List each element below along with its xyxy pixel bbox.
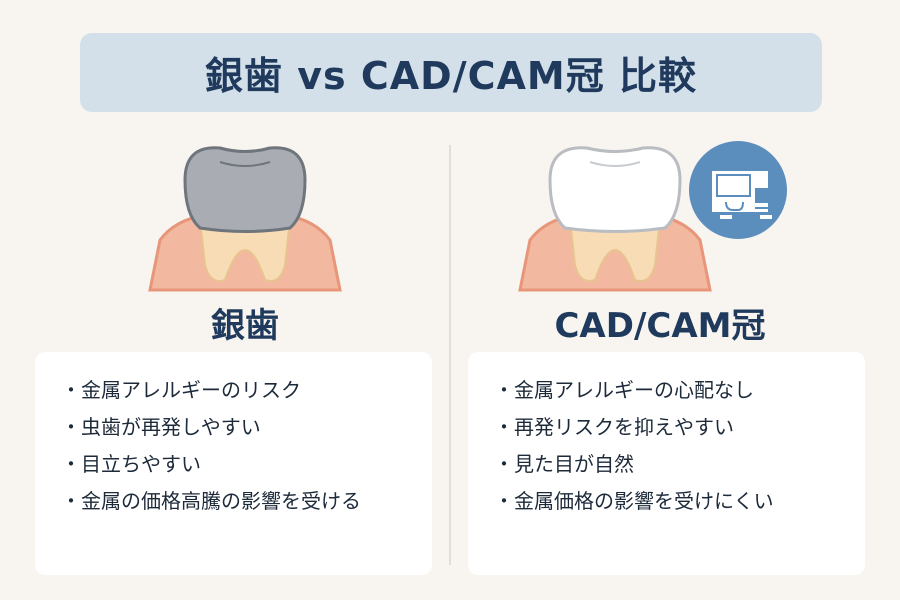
list-item: ・金属アレルギーのリスク (61, 378, 301, 402)
cadcam-crown-illustration (518, 146, 712, 292)
list-item: ・目立ちやすい (61, 452, 201, 476)
list-item: ・再発リスクを抑えやすい (494, 415, 734, 439)
title-banner: 銀歯 vs CAD/CAM冠 比較 (80, 33, 822, 112)
list-item: ・見た目が自然 (494, 452, 634, 476)
silver-crown-illustration (148, 146, 342, 292)
list-item: ・金属価格の影響を受けにくい (494, 489, 774, 513)
list-item: ・金属アレルギーの心配なし (494, 378, 754, 402)
divider (449, 145, 451, 565)
silver-crown-label: 銀歯 (211, 306, 279, 346)
cadcam-crown-card: ・金属アレルギーの心配なし ・再発リスクを抑えやすい ・見た目が自然 ・金属価格… (468, 352, 865, 575)
list-item: ・虫歯が再発しやすい (61, 415, 261, 439)
cadcam-crown-label: CAD/CAM冠 (554, 306, 766, 346)
cadcam-machine-icon (689, 141, 787, 239)
list-item: ・金属の価格高騰の影響を受ける (61, 489, 361, 513)
page-title: 銀歯 vs CAD/CAM冠 比較 (205, 54, 697, 98)
silver-crown-card: ・金属アレルギーのリスク ・虫歯が再発しやすい ・目立ちやすい ・金属の価格高騰… (35, 352, 432, 575)
